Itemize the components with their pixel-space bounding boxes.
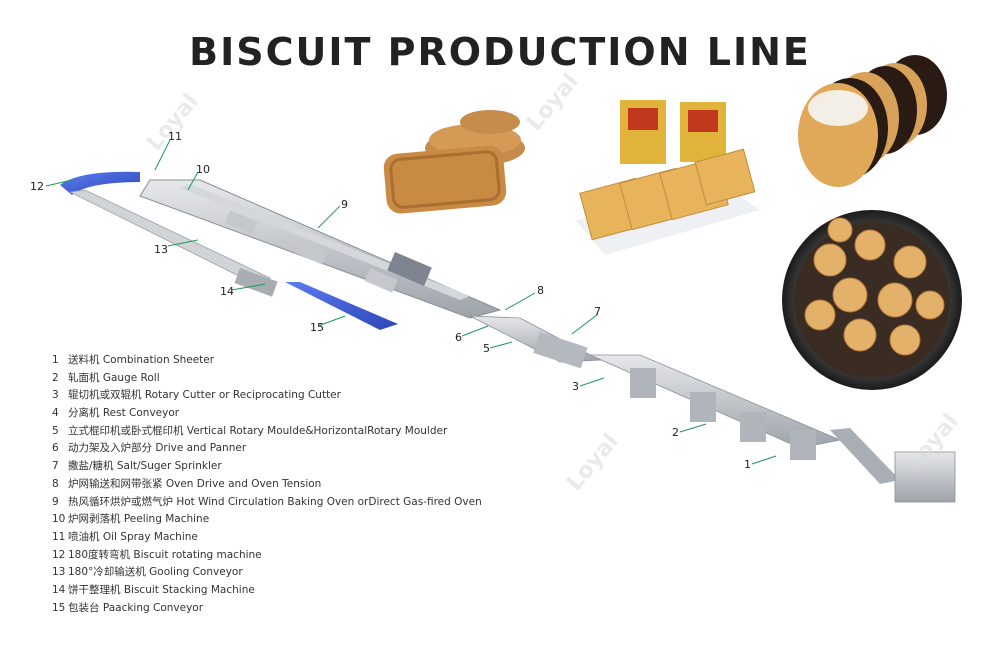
combination-sheeter (830, 428, 900, 484)
cooling-conveyor (68, 189, 271, 285)
legend-text: 喷油机 Oil Spray Machine (68, 530, 198, 543)
oven-modules (224, 210, 432, 293)
legend-text: 热风循环烘炉或燃气炉 Hot Wind Circulation Baking O… (68, 495, 482, 508)
legend-text: 立式棍印机或卧式棍印机 Vertical Rotary Moulde&Horiz… (68, 424, 448, 437)
legend-number: 10 (52, 513, 66, 526)
bowl-of-biscuits-image (782, 210, 962, 390)
callout-8: 8 (537, 284, 544, 297)
salt-sprinkler (533, 332, 588, 369)
legend-number: 9 (52, 495, 59, 508)
callout-2: 2 (672, 426, 679, 439)
legend-text: 炉网输送和网带张紧 Oven Drive and Oven Tension (68, 477, 322, 490)
callout-1: 1 (744, 458, 751, 471)
legend-item: 3 辊切机或双辊机 Rotary Cutter or Reciprocating … (52, 387, 572, 405)
gauge-rolls (630, 368, 816, 460)
callout-11: 11 (168, 130, 182, 143)
legend-number: 6 (52, 442, 59, 455)
lotus-biscuits-image (383, 110, 525, 214)
cracker-packs-image (575, 100, 760, 255)
legend-number: 14 (52, 583, 66, 596)
legend-text: 辊切机或双辊机 Rotary Cutter or Reciprocating C… (68, 389, 341, 402)
legend-number: 4 (52, 407, 59, 420)
legend-text: 180度转弯机 Biscuit rotating machine (68, 548, 262, 561)
legend-text: 包装台 Paacking Conveyor (68, 601, 204, 614)
packing-conveyor (285, 282, 398, 330)
legend: 1 送料机 Combination Sheeter 2 轧面机 Gauge Roll… (52, 352, 572, 617)
legend-number: 13 (52, 566, 66, 579)
callout-14: 14 (220, 285, 234, 298)
legend-number: 5 (52, 424, 59, 437)
legend-number: 11 (52, 530, 66, 543)
legend-item: 5 立式棍印机或卧式棍印机 Vertical Rotary Moulde&Hori… (52, 423, 572, 441)
legend-item: 8 炉网输送和网带张紧 Oven Drive and Oven Tension (52, 476, 572, 494)
rotating-machine-conveyor (60, 171, 140, 195)
callout-13: 13 (154, 243, 168, 256)
callout-9: 9 (341, 198, 348, 211)
legend-text: 分离机 Rest Conveyor (68, 407, 180, 420)
callout-7: 7 (594, 305, 601, 318)
legend-text: 动力架及入炉部分 Drive and Panner (68, 442, 247, 455)
callout-10: 10 (196, 163, 210, 176)
legend-text: 饼干整理机 Biscuit Stacking Machine (68, 583, 255, 596)
legend-number: 15 (52, 601, 66, 614)
legend-text: 送料机 Combination Sheeter (68, 354, 215, 366)
sheeter-hopper (894, 451, 956, 503)
legend-number: 1 (52, 354, 59, 366)
callout-12: 12 (30, 180, 44, 193)
page-title: BISCUIT PRODUCTION LINE (189, 30, 811, 74)
legend-number: 8 (52, 477, 59, 490)
callout-lines (45, 139, 777, 465)
legend-number: 12 (52, 548, 66, 561)
callout-3: 3 (572, 380, 579, 393)
legend-text: 180°冷却输送机 Gooling Conveyor (68, 566, 243, 579)
legend-item: 6 动力架及入炉部分 Drive and Panner (52, 440, 572, 458)
legend-number: 2 (52, 371, 59, 384)
legend-text: 轧面机 Gauge Roll (68, 371, 160, 384)
legend-item: 4 分离机 Rest Conveyor (52, 405, 572, 423)
callout-5: 5 (483, 342, 490, 355)
legend-number: 7 (52, 460, 59, 473)
callout-6: 6 (455, 331, 462, 344)
legend-item: 1 送料机 Combination Sheeter (52, 352, 572, 370)
legend-text: 炉网剥落机 Peeling Machine (68, 513, 210, 526)
legend-text: 撒盐/糖机 Salt/Suger Sprinkler (68, 460, 222, 473)
sandwich-cookies-image (798, 55, 947, 187)
stacking-machine (234, 268, 278, 297)
legend-item: 2 轧面机 Gauge Roll (52, 370, 572, 388)
legend-item: 7 撒盐/糖机 Salt/Suger Sprinkler (52, 458, 572, 476)
legend-number: 3 (52, 389, 59, 402)
legend-item: 9 热风循环烘炉或燃气炉 Hot Wind Circulation Baking … (52, 494, 572, 512)
callout-15: 15 (310, 321, 324, 334)
machine-line (60, 171, 956, 503)
